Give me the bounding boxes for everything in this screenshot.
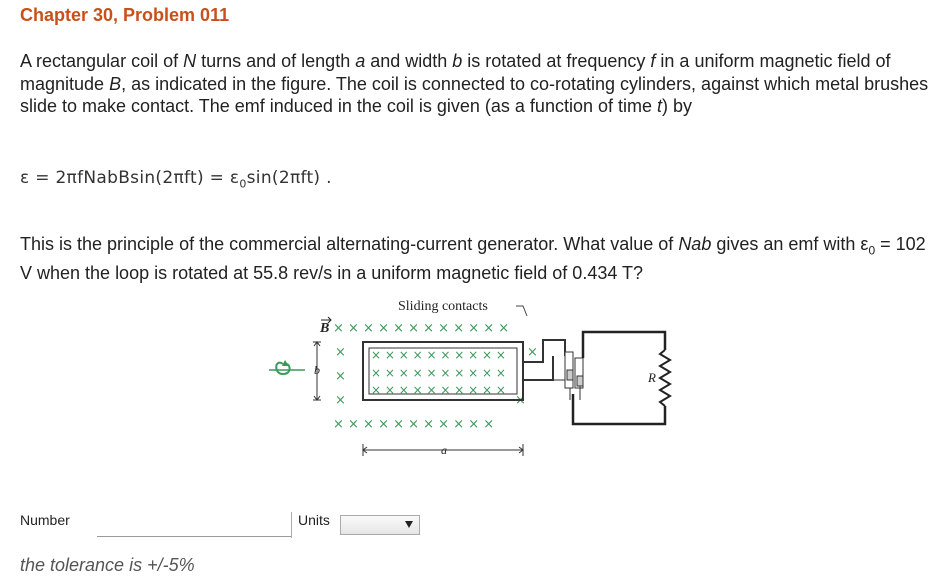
- svg-text:×: ×: [335, 369, 346, 384]
- svg-text:× × × × × × × × × × × ×: × × × × × × × × × × × ×: [333, 321, 509, 336]
- units-dropdown[interactable]: [340, 515, 420, 535]
- units-group: Units: [291, 512, 330, 538]
- resistor-icon: [658, 349, 672, 407]
- svg-text:× × × × × × × × × ×: × × × × × × × × × ×: [371, 348, 506, 362]
- svg-text:×: ×: [335, 345, 346, 360]
- tolerance-note: the tolerance is +/-5%: [20, 555, 195, 575]
- svg-text:×: ×: [527, 345, 538, 360]
- svg-text:×: ×: [335, 393, 346, 408]
- b-field-label: B: [319, 321, 329, 336]
- svg-text:× × × × × × × × × ×: × × × × × × × × × ×: [371, 383, 506, 397]
- width-b-label: b: [314, 363, 320, 377]
- resistor-r-label: R: [647, 370, 656, 385]
- problem-title: Chapter 30, Problem 011: [20, 5, 230, 25]
- rotation-arrow-icon: [269, 360, 305, 376]
- units-label: Units: [298, 512, 330, 528]
- question-text: This is the principle of the commercial …: [20, 234, 926, 284]
- length-a-label: a: [441, 443, 447, 457]
- number-label: Number: [20, 512, 70, 528]
- number-input[interactable]: [97, 512, 291, 537]
- chevron-down-icon: [405, 521, 413, 528]
- svg-text:× × × × × × × × × ×: × × × × × × × × × ×: [371, 366, 506, 380]
- coil: [362, 341, 524, 401]
- generator-figure: Sliding contacts B × × × × × × × × × × ×…: [269, 299, 566, 457]
- sliding-contacts-label: Sliding contacts: [398, 299, 488, 314]
- problem-statement: A rectangular coil of N turns and of len…: [20, 51, 929, 116]
- resistor-circuit: R: [550, 330, 672, 426]
- svg-text:× × × × × × × × × × ×: × × × × × × × × × × ×: [333, 417, 494, 432]
- magnetic-field-marks: × × × × × × × × × × × × × × × × × × × × …: [333, 321, 538, 432]
- emf-equation: ε = 2πfNabBsin(2πft) = ε0sin(2πft) .: [20, 168, 332, 191]
